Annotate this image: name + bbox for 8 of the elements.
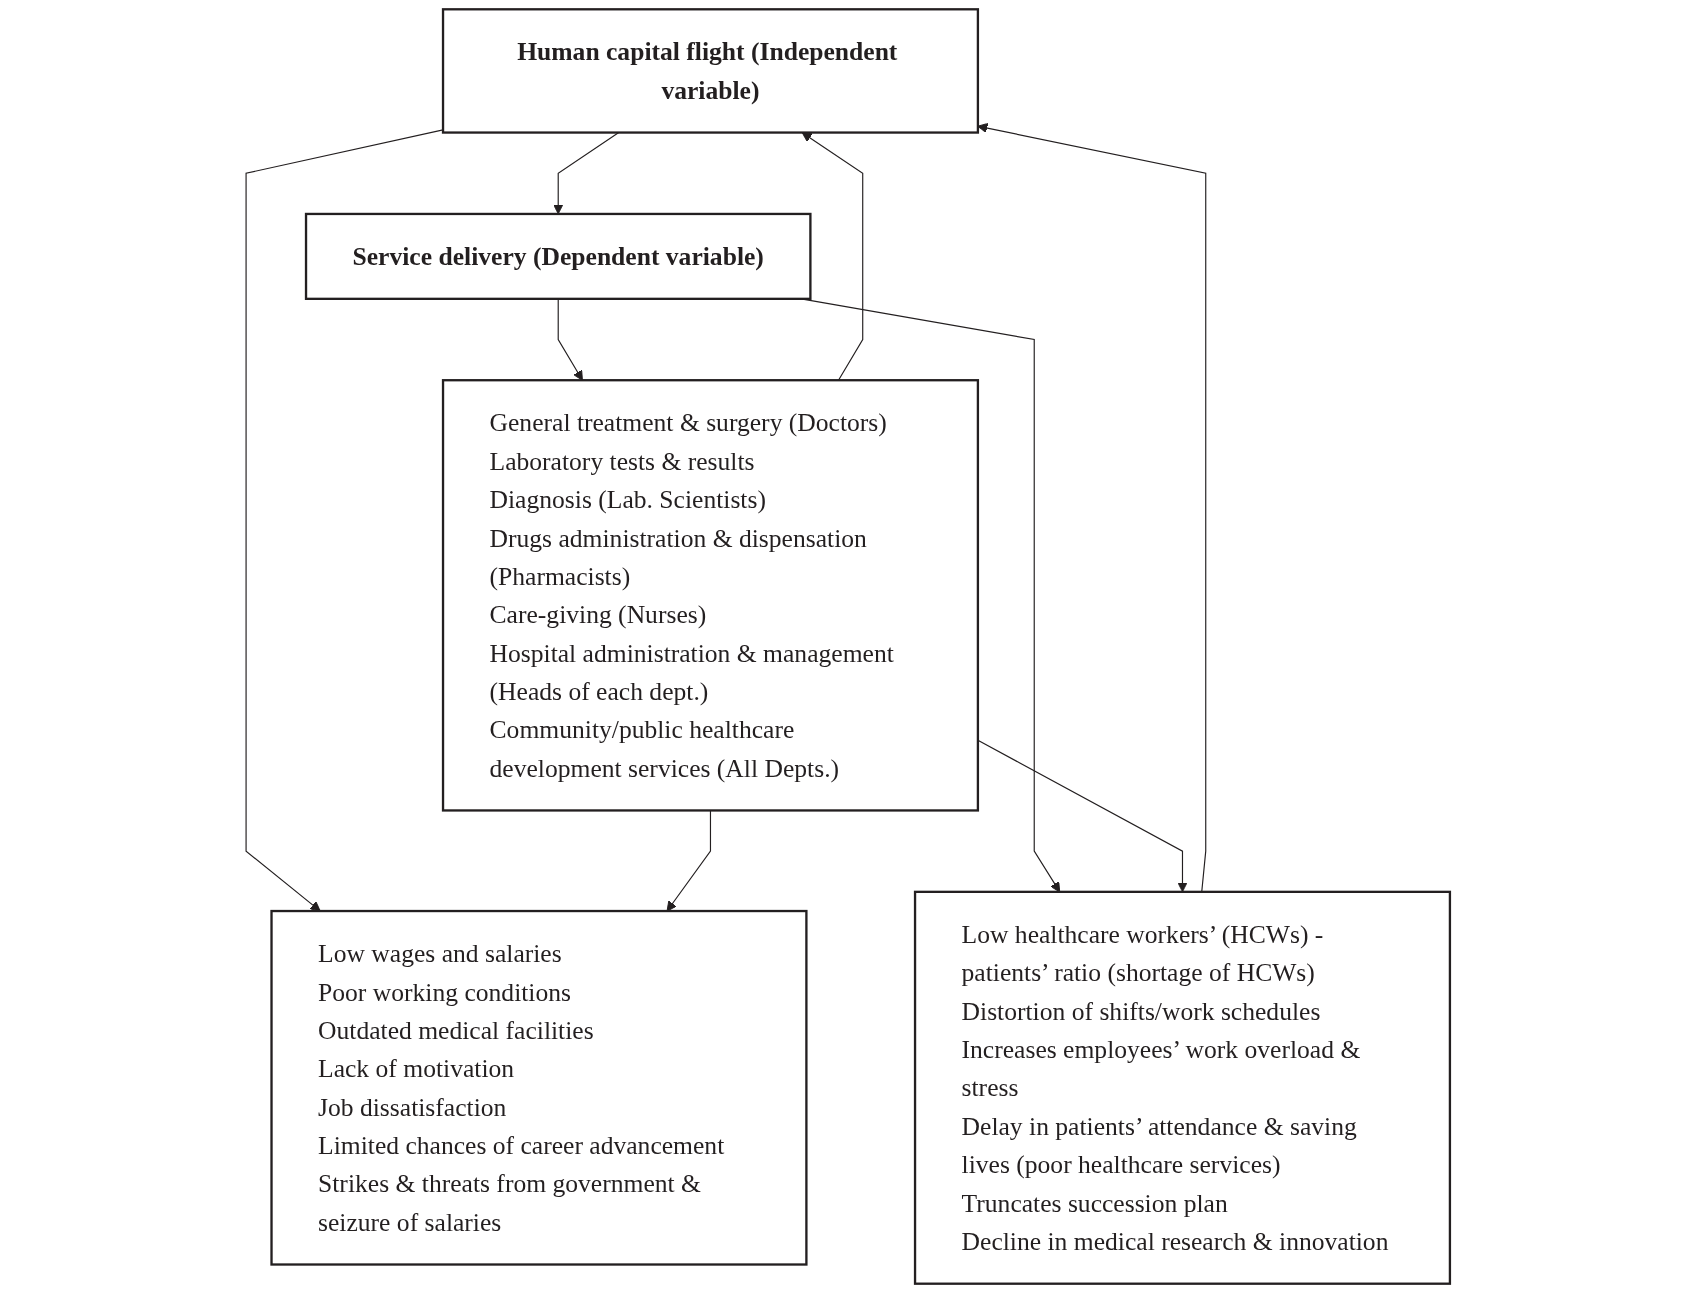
node-box: Low wages and salaries Poor working conditions Outdated medical facilities Lack of motivation Job dissatisfaction Limited chances of career advancement Strikes & threats from government & seizure of salaries <box>270 909 808 1266</box>
node-box: Low healthcare workers’ (HCWs) - patients’ ratio (shortage of HCWs) Distortion of shifts/work schedules Increases employees’ work overload & stress Delay in patients’ attendance & saving lives (poor healthcare services) Truncates succession plan Decline in medical research & innovation <box>913 890 1452 1285</box>
arrow <box>245 129 444 912</box>
node-box: Human capital flight (Independent variable) <box>441 8 980 134</box>
node-box: Service delivery (Dependent variable) <box>304 212 812 300</box>
arrow <box>801 132 864 381</box>
node-box: General treatment & surgery (Doctors) Laboratory tests & results Diagnosis (Lab. Scientists) Drugs administration & dispensation (Pharmacists) Care-giving (Nurses) Hospital administration & management (Heads of each dept.) Community/public healthcare development services (All Depts.) <box>441 379 980 812</box>
arrow <box>557 298 583 381</box>
